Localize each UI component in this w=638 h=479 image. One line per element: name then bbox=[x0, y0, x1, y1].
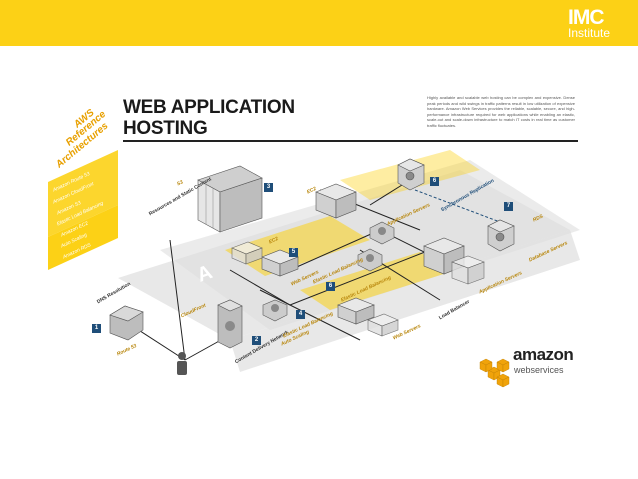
rds-node-1 bbox=[397, 158, 425, 191]
marker-1: 1 bbox=[92, 324, 101, 333]
logo-sub-text: Institute bbox=[568, 26, 611, 40]
elb-band-lower bbox=[300, 252, 450, 310]
imc-logo: IMC Institute bbox=[562, 4, 634, 42]
elb-node-2 bbox=[357, 248, 383, 272]
page-title-line1: WEB APPLICATION bbox=[123, 97, 295, 118]
amazon-logo-boxes bbox=[479, 358, 510, 388]
amazon-brand-subtext: webservices bbox=[514, 365, 564, 375]
platform-b bbox=[230, 230, 580, 372]
app-server-b2 bbox=[451, 255, 485, 285]
zone-a-letter: A bbox=[194, 261, 215, 287]
marker-7: 7 bbox=[504, 202, 513, 211]
rds-node-2 bbox=[487, 219, 515, 252]
user-figure bbox=[177, 352, 187, 375]
header-bar bbox=[0, 0, 638, 46]
cloudfront-node bbox=[217, 299, 243, 349]
web-server-b2 bbox=[367, 313, 399, 337]
marker-6: 6 bbox=[326, 282, 335, 291]
route53-node bbox=[109, 305, 144, 341]
amazon-brand-text: amazon bbox=[513, 345, 574, 364]
elb-node-1 bbox=[262, 299, 288, 322]
zone-b-letter: B bbox=[369, 357, 390, 383]
marker-5: 5 bbox=[289, 248, 298, 257]
replication-line bbox=[414, 189, 501, 223]
marker-3: 3 bbox=[264, 183, 273, 192]
title-divider bbox=[123, 140, 578, 142]
elb-node-3 bbox=[369, 221, 395, 245]
s3-servers bbox=[197, 165, 263, 233]
elb-band-upper bbox=[225, 216, 370, 276]
marker-6b: 6 bbox=[430, 177, 439, 186]
description-text: Highly available and scalable web hostin… bbox=[427, 95, 575, 128]
marker-4: 4 bbox=[296, 310, 305, 319]
web-server-b bbox=[337, 297, 375, 325]
aws-panel-bg bbox=[48, 205, 118, 270]
app-server-a bbox=[315, 183, 357, 219]
marker-2: 2 bbox=[252, 336, 261, 345]
logo-main-text: IMC bbox=[568, 6, 604, 29]
web-server-a2 bbox=[231, 241, 263, 265]
page-title-line2: HOSTING bbox=[123, 118, 208, 139]
